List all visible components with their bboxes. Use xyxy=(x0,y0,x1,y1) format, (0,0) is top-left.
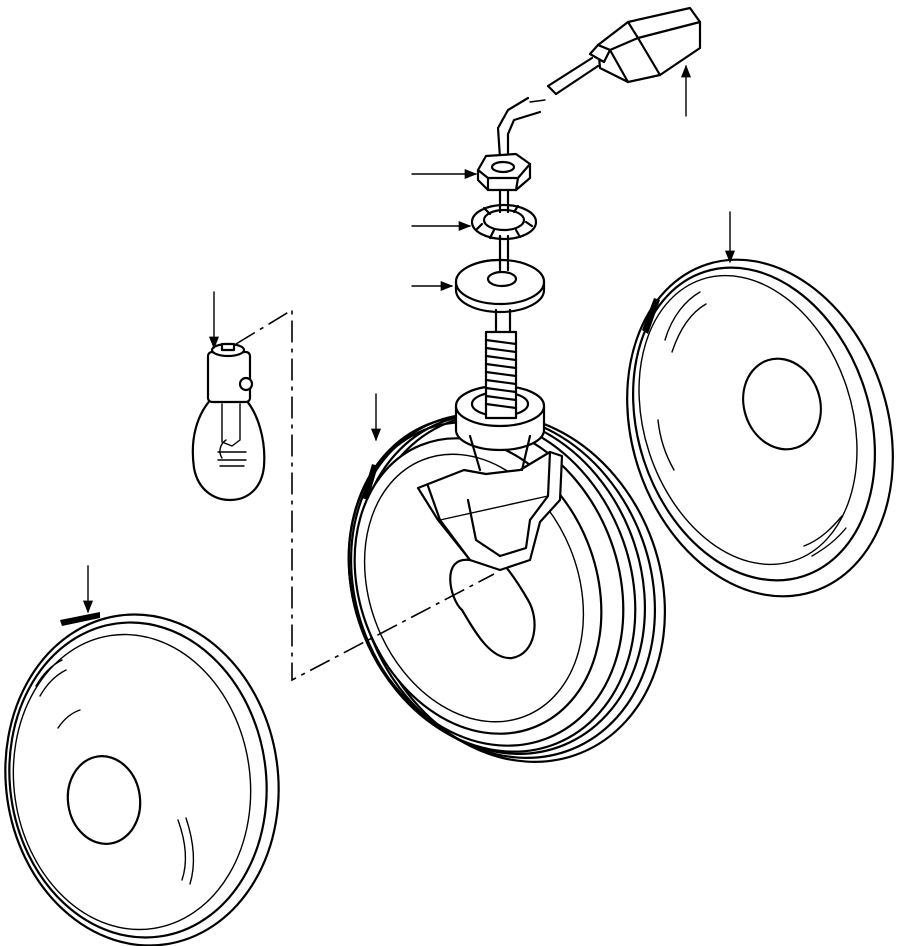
lens-right xyxy=(626,258,894,598)
terminal-stem xyxy=(494,188,512,334)
bulb xyxy=(191,342,266,502)
hex-nut xyxy=(476,152,532,192)
lock-washer xyxy=(470,203,538,241)
lamp-housing xyxy=(347,384,667,763)
assembly-centerline xyxy=(235,308,495,682)
wire xyxy=(496,56,600,160)
connector-plug xyxy=(588,6,702,84)
threaded-stud xyxy=(484,330,518,420)
flat-washer xyxy=(454,258,546,314)
lens-left xyxy=(4,612,280,946)
